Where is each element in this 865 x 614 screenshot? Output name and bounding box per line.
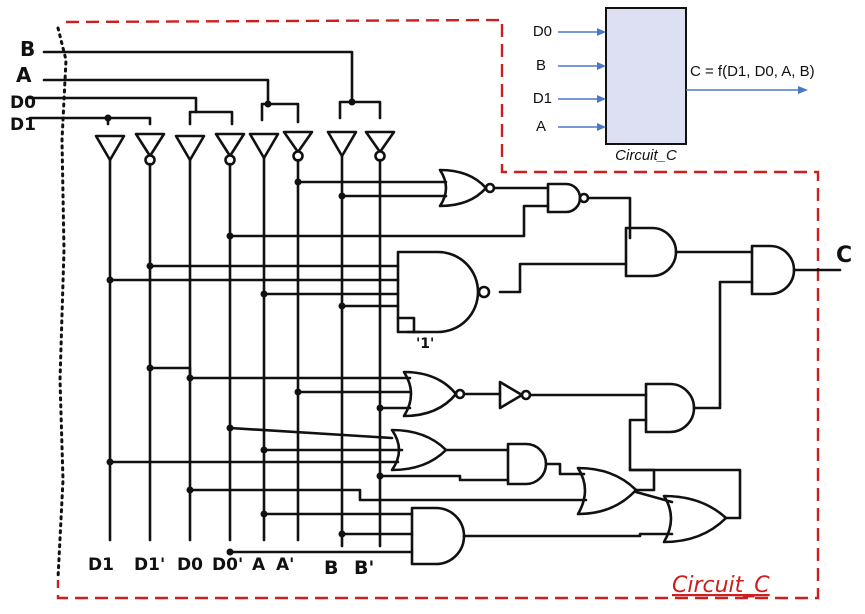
input-label-a: A bbox=[16, 63, 32, 87]
output-label-c: C bbox=[836, 243, 852, 268]
buffer-d0 bbox=[174, 134, 206, 162]
schematic-name-label: Circuit_C bbox=[672, 573, 770, 598]
inverter-b bbox=[364, 130, 396, 162]
block-input-d1: D1 bbox=[533, 90, 552, 107]
rail-label-b: B bbox=[324, 557, 338, 579]
and-gate-2 bbox=[644, 382, 696, 434]
buffer-a bbox=[248, 132, 280, 160]
block-input-b: B bbox=[536, 57, 546, 74]
and-gate-3 bbox=[506, 442, 548, 486]
rail-label-d0: D0 bbox=[177, 555, 203, 575]
schematic-boundary-black-dotted bbox=[56, 26, 68, 580]
inverter-horizontal bbox=[498, 380, 532, 410]
block-input-d0: D0 bbox=[533, 23, 552, 40]
rail-label-d1-not: D1' bbox=[134, 555, 165, 575]
buffer-b bbox=[326, 130, 358, 158]
nand-gate-1 bbox=[546, 182, 590, 214]
schematic-boundary-red-dashed bbox=[56, 18, 820, 600]
input-label-d1: D1 bbox=[10, 115, 36, 135]
nor-gate-1 bbox=[438, 168, 496, 208]
rail-label-a: A bbox=[252, 555, 266, 575]
block-input-a: A bbox=[536, 118, 546, 135]
inverter-d0 bbox=[214, 132, 246, 166]
inverter-a bbox=[282, 130, 314, 162]
and-gate-final bbox=[750, 244, 796, 296]
rail-label-d1: D1 bbox=[88, 555, 114, 575]
nand-gate-big bbox=[396, 250, 491, 334]
rail-label-d0-not: D0' bbox=[212, 555, 243, 575]
input-wiring bbox=[28, 50, 382, 126]
block-output-label: C = f(D1, D0, A, B) bbox=[690, 63, 815, 80]
block-name: Circuit_C bbox=[615, 147, 677, 164]
input-label-b: B bbox=[20, 37, 35, 61]
circuit-c-block-box bbox=[605, 7, 687, 145]
circuit-c-block: D0 B D1 A C = f(D1, D0, A, B) Circuit_C bbox=[533, 7, 815, 164]
rails bbox=[108, 154, 382, 548]
rail-label-a-not: A' bbox=[276, 555, 294, 575]
input-label-d0: D0 bbox=[10, 93, 36, 113]
constant-one-label: '1' bbox=[416, 336, 434, 352]
or-gate-2 bbox=[576, 466, 638, 516]
and-gate-4 bbox=[410, 506, 466, 566]
buffer-d1 bbox=[94, 134, 126, 162]
rail-label-b-not: B' bbox=[354, 557, 374, 579]
and-gate-1 bbox=[624, 226, 678, 278]
inverter-d1 bbox=[134, 132, 166, 166]
or-gate-3 bbox=[662, 494, 728, 544]
nor-gate-2 bbox=[402, 370, 466, 418]
